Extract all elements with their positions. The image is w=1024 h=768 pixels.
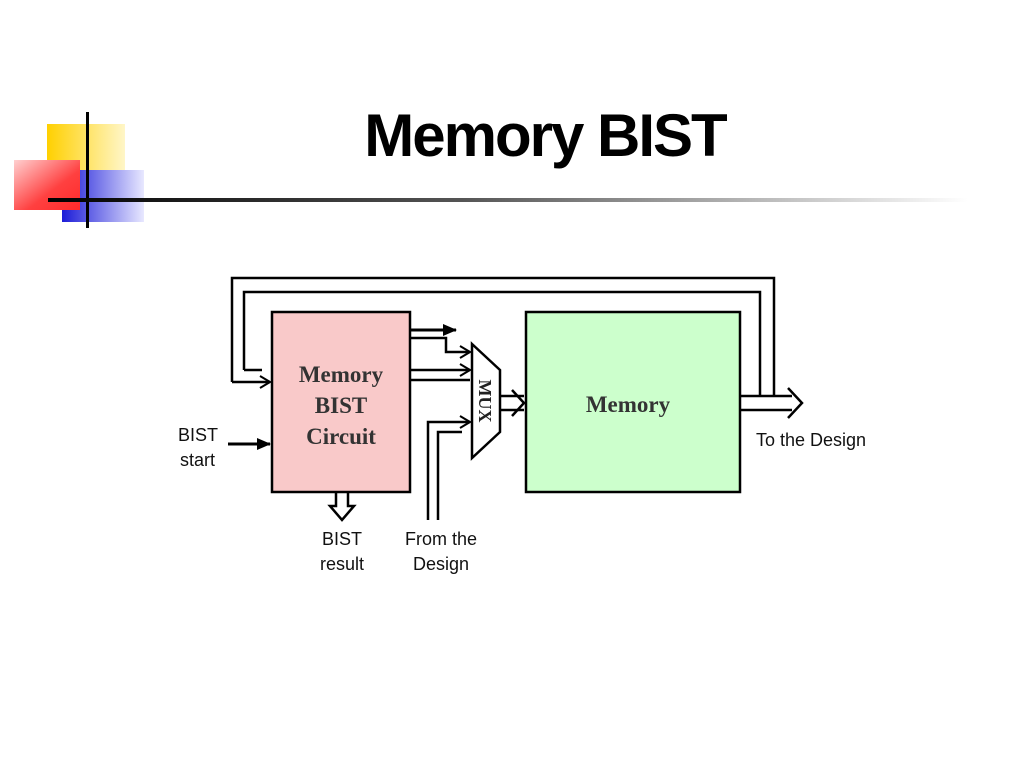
memory-block-label: Memory <box>586 392 671 417</box>
title-rule <box>48 198 968 202</box>
bist-result-arrow <box>327 492 357 522</box>
bist-block-label-line2: BIST <box>315 393 367 418</box>
bist-result-label-line1: BIST <box>322 529 362 549</box>
bist-circuit-block: Memory BIST Circuit <box>270 310 412 494</box>
bist-block-label-line1: Memory <box>299 362 384 387</box>
bist-start-label-line2: start <box>180 450 215 470</box>
to-design-label: To the Design <box>756 430 866 450</box>
mux-block: MUX <box>470 341 502 461</box>
slide-decoration <box>14 112 968 228</box>
memory-block: Memory <box>524 310 742 494</box>
mux-label: MUX <box>475 380 495 423</box>
from-design-label-line1: From the <box>405 529 477 549</box>
from-design-bus <box>426 422 470 520</box>
bist-result-label-line2: result <box>320 554 364 574</box>
to-design-bus <box>740 387 804 419</box>
bist-start-label-line1: BIST <box>178 425 218 445</box>
from-design-label-line2: Design <box>413 554 469 574</box>
deco-vertical-line <box>86 112 89 228</box>
bist-block-label-line3: Circuit <box>306 424 376 449</box>
bist-to-mux-signals <box>410 324 470 382</box>
slide-title: Memory BIST <box>364 102 727 169</box>
mux-to-memory-bus <box>500 389 526 417</box>
feedback-bus <box>230 276 776 396</box>
